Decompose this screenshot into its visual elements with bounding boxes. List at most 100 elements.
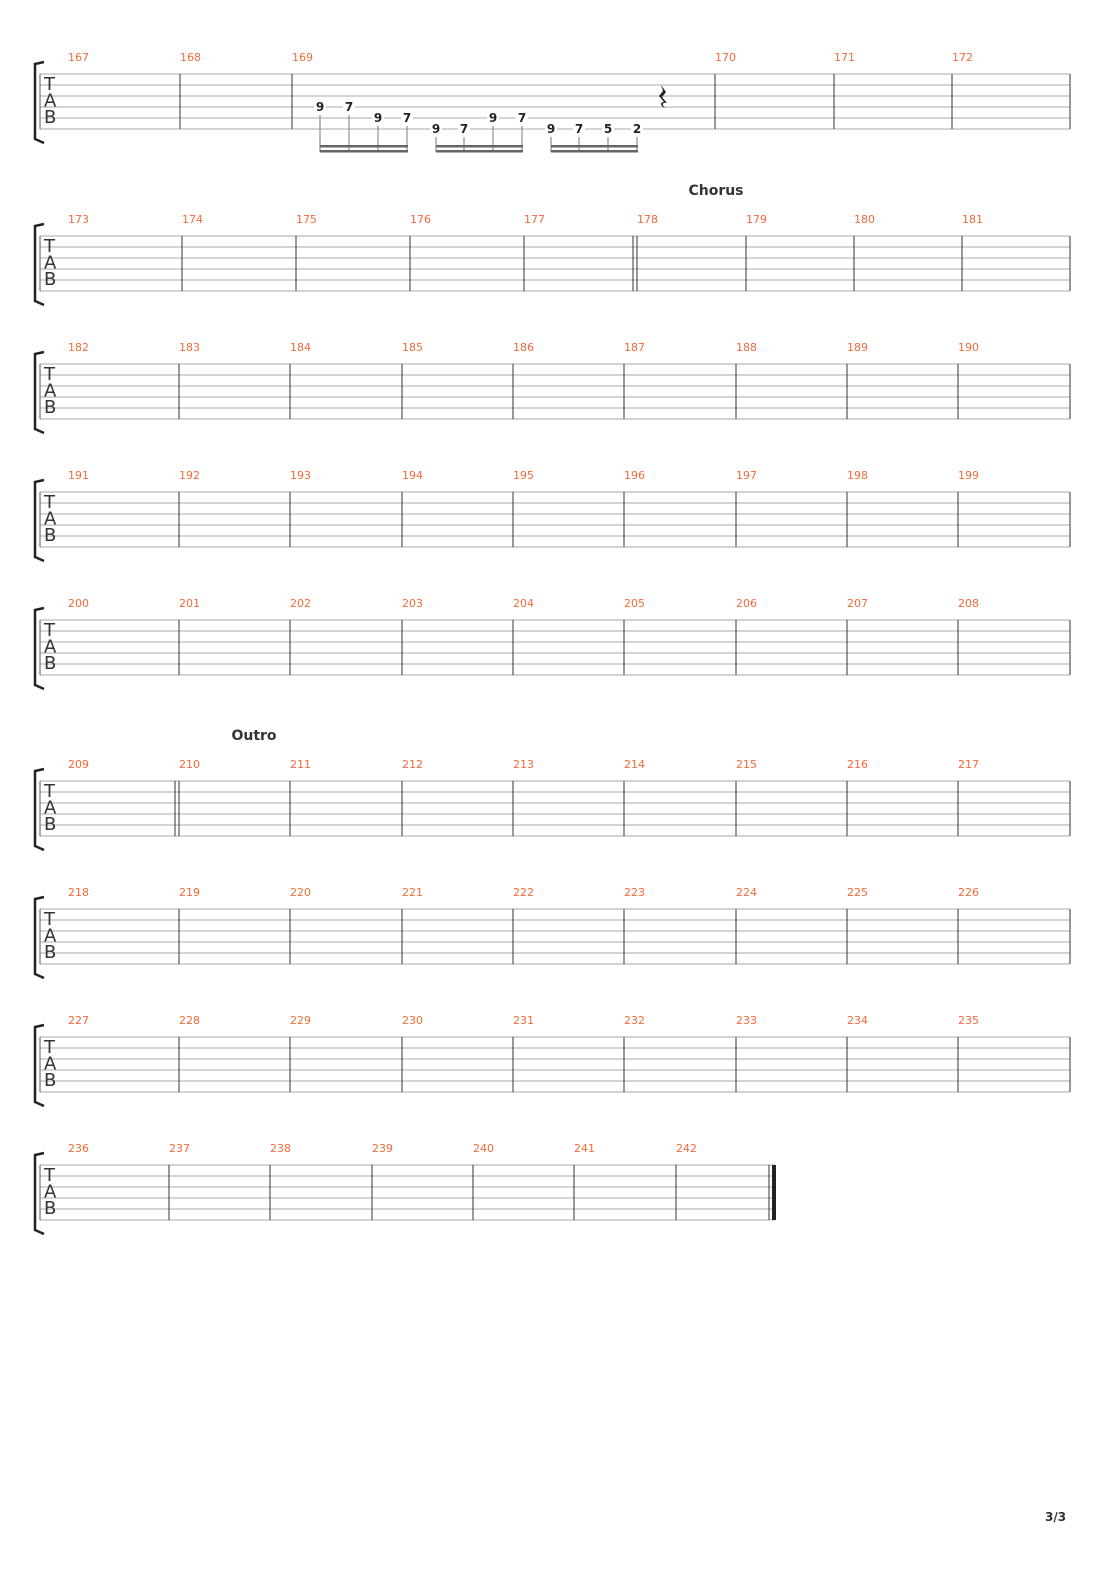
- measure-number: 193: [290, 469, 311, 482]
- measure-number: 198: [847, 469, 868, 482]
- measure-number: 176: [410, 213, 431, 226]
- beam: [551, 150, 638, 153]
- measure-number: 177: [524, 213, 545, 226]
- measure-number: 172: [952, 51, 973, 64]
- section-label: Chorus: [688, 183, 743, 199]
- tab-clef-letter: A: [44, 926, 57, 947]
- measure-number: 178: [637, 213, 658, 226]
- tab-clef-letter: T: [43, 492, 56, 513]
- measure-number: 210: [179, 758, 200, 771]
- tab-clef-letter: T: [43, 364, 56, 385]
- tab-clef-letter: B: [44, 814, 56, 835]
- measure-number: 239: [372, 1142, 393, 1155]
- measure-number: 212: [402, 758, 423, 771]
- tab-clef-letter: T: [43, 620, 56, 641]
- measure-number: 242: [676, 1142, 697, 1155]
- tab-clef-letter: B: [44, 1198, 56, 1219]
- measure-number: 216: [847, 758, 868, 771]
- measure-number: 204: [513, 597, 534, 610]
- measure-number: 196: [624, 469, 645, 482]
- note-bg: [573, 122, 585, 135]
- measure-number: 230: [402, 1014, 423, 1027]
- tab-clef-letter: T: [43, 781, 56, 802]
- fret-number: 9: [374, 111, 382, 125]
- measure-number: 219: [179, 886, 200, 899]
- measure-number: 167: [68, 51, 89, 64]
- measure-number: 187: [624, 341, 645, 354]
- measure-number: 240: [473, 1142, 494, 1155]
- note-bg: [314, 100, 326, 113]
- tab-clef-letter: B: [44, 107, 56, 128]
- quarter-rest-icon: [659, 85, 667, 108]
- measure-number: 191: [68, 469, 89, 482]
- final-barline: [772, 1165, 776, 1220]
- measure-number: 228: [179, 1014, 200, 1027]
- fret-number: 2: [633, 122, 641, 136]
- measure-number: 214: [624, 758, 645, 771]
- fret-number: 7: [460, 122, 468, 136]
- measure-number: 224: [736, 886, 757, 899]
- measure-number: 173: [68, 213, 89, 226]
- tab-clef-letter: B: [44, 269, 56, 290]
- measure-number: 237: [169, 1142, 190, 1155]
- tab-clef-letter: B: [44, 525, 56, 546]
- measure-number: 190: [958, 341, 979, 354]
- measure-number: 199: [958, 469, 979, 482]
- note-bg: [372, 111, 384, 124]
- tab-clef-letter: A: [44, 1182, 57, 1203]
- note-bg: [602, 122, 614, 135]
- measure-number: 171: [834, 51, 855, 64]
- measure-number: 192: [179, 469, 200, 482]
- tab-clef-letter: A: [44, 91, 57, 112]
- measure-number: 215: [736, 758, 757, 771]
- measure-number: 231: [513, 1014, 534, 1027]
- tab-clef-letter: B: [44, 653, 56, 674]
- tab-clef-letter: T: [43, 236, 56, 257]
- note-bg: [545, 122, 557, 135]
- system-bracket: [33, 1151, 45, 1236]
- measure-number: 201: [179, 597, 200, 610]
- measure-number: 213: [513, 758, 534, 771]
- measure-number: 194: [402, 469, 423, 482]
- measure-number: 200: [68, 597, 89, 610]
- measure-number: 180: [854, 213, 875, 226]
- tab-clef-letter: A: [44, 509, 57, 530]
- tab-clef-letter: B: [44, 942, 56, 963]
- measure-number: 209: [68, 758, 89, 771]
- beam: [436, 150, 523, 153]
- measure-number: 232: [624, 1014, 645, 1027]
- measure-number: 188: [736, 341, 757, 354]
- measure-number: 207: [847, 597, 868, 610]
- tab-clef-letter: B: [44, 1070, 56, 1091]
- measure-number: 174: [182, 213, 203, 226]
- measure-number: 235: [958, 1014, 979, 1027]
- measure-number: 202: [290, 597, 311, 610]
- tab-clef-letter: A: [44, 637, 57, 658]
- measure-number: 186: [513, 341, 534, 354]
- system-bracket: [33, 606, 45, 691]
- measure-number: 229: [290, 1014, 311, 1027]
- system-bracket: [33, 767, 45, 852]
- tab-clef-letter: T: [43, 1037, 56, 1058]
- measure-number: 222: [513, 886, 534, 899]
- measure-number: 211: [290, 758, 311, 771]
- fret-number: 7: [575, 122, 583, 136]
- measure-number: 221: [402, 886, 423, 899]
- note-bg: [430, 122, 442, 135]
- note-bg: [458, 122, 470, 135]
- tab-clef-letter: T: [43, 1165, 56, 1186]
- note-bg: [401, 111, 413, 124]
- fret-number: 7: [345, 100, 353, 114]
- measure-number: 189: [847, 341, 868, 354]
- beam: [436, 145, 523, 148]
- measure-number: 168: [180, 51, 201, 64]
- note-bg: [487, 111, 499, 124]
- measure-number: 217: [958, 758, 979, 771]
- note-bg: [516, 111, 528, 124]
- measure-number: 183: [179, 341, 200, 354]
- note-bg: [343, 100, 355, 113]
- fret-number: 5: [604, 122, 612, 136]
- fret-number: 9: [547, 122, 555, 136]
- beam: [551, 145, 638, 148]
